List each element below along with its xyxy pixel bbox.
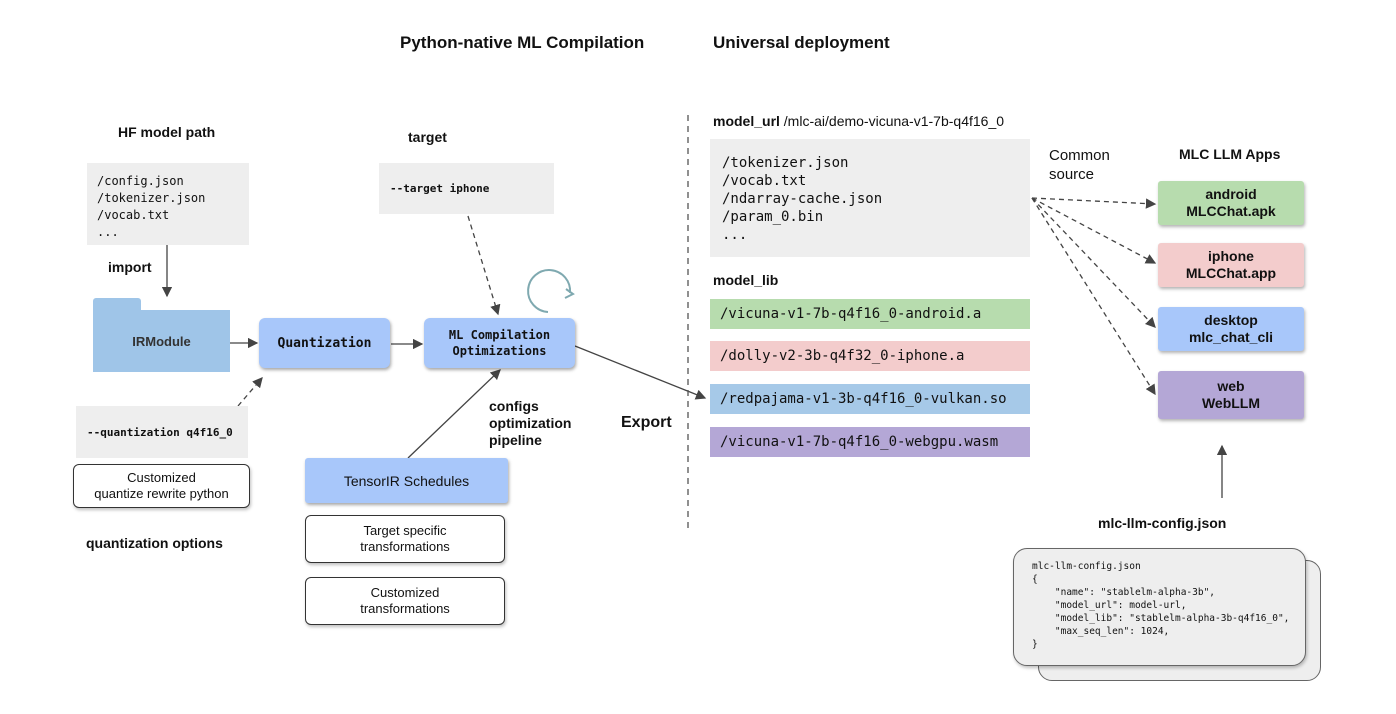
title-deployment: Universal deployment [713, 33, 890, 52]
model-url-key: model_url [713, 113, 780, 129]
folder-tab [93, 298, 141, 312]
model-url-files: /tokenizer.json /vocab.txt /ndarray-cach… [710, 139, 1030, 257]
app-android: android MLCChat.apk [1158, 181, 1304, 225]
model-lib-android: /vicuna-v1-7b-q4f16_0-android.a [710, 299, 1030, 329]
config-label: mlc-llm-config.json [1098, 515, 1227, 531]
model-lib-webgpu: /vicuna-v1-7b-q4f16_0-webgpu.wasm [710, 427, 1030, 457]
hf-model-path-label: HF model path [118, 124, 216, 140]
quantization-box: Quantization [259, 318, 390, 368]
configs-label: configs optimization pipeline [489, 398, 572, 448]
arrow-tensorir [407, 369, 501, 459]
hf-files-box: /config.json /tokenizer.json /vocab.txt … [87, 163, 249, 245]
quantization-options-label: quantization options [86, 535, 223, 551]
arrow-export [574, 345, 707, 400]
arrow-quant-option [237, 377, 263, 407]
customized-transform-box: Customized transformations [305, 577, 505, 625]
export-label: Export [621, 414, 672, 431]
app-web: web WebLLM [1158, 371, 1304, 419]
model-url-value: /mlc-ai/demo-vicuna-v1-7b-q4f16_0 [783, 113, 1005, 129]
app-iphone: iphone MLCChat.app [1158, 243, 1304, 287]
custom-quantize-box: Customized quantize rewrite python [73, 464, 250, 508]
apps-label: MLC LLM Apps [1179, 146, 1281, 162]
model-lib-label: model_lib [713, 272, 779, 288]
common-source-label: Common source [1049, 147, 1110, 183]
target-specific-box: Target specific transformations [305, 515, 505, 563]
title-compilation: Python-native ML Compilation [400, 33, 645, 52]
target-label: target [408, 129, 447, 145]
tensorir-box: TensorIR Schedules [305, 458, 508, 503]
app-desktop: desktop mlc_chat_cli [1158, 307, 1304, 351]
model-url-line: model_url /mlc-ai/demo-vicuna-v1-7b-q4f1… [713, 113, 1004, 129]
quantization-option-box: --quantization q4f16_0 [76, 406, 248, 458]
import-label: import [108, 259, 152, 275]
arrow-target [467, 215, 501, 316]
ml-compilation-box: ML Compilation Optimizations [424, 318, 575, 368]
model-lib-vulkan: /redpajama-v1-3b-q4f16_0-vulkan.so [710, 384, 1030, 414]
target-box: --target iphone [379, 163, 554, 214]
config-card: mlc-llm-config.json { "name": "stablelm-… [1013, 548, 1306, 666]
irmodule-box: IRModule [93, 310, 230, 372]
model-lib-iphone: /dolly-v2-3b-q4f32_0-iphone.a [710, 341, 1030, 371]
refresh-icon [527, 269, 572, 313]
